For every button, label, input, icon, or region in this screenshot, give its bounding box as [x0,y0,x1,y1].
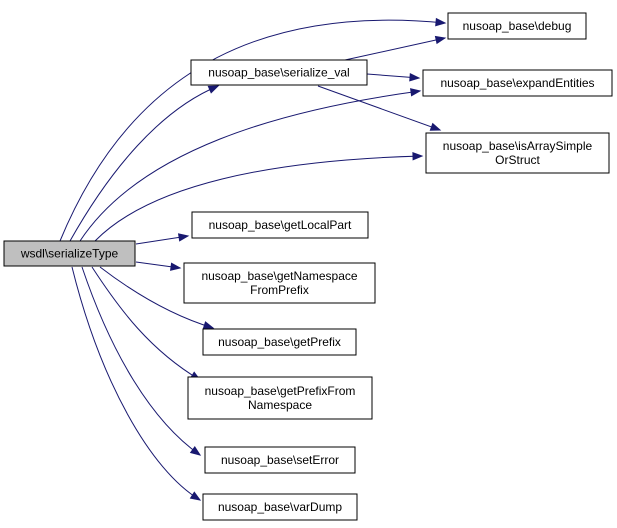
node-getNamespaceFromPrefix-label-0: nusoap_base\getNamespace [201,269,357,283]
node-getPrefixFromNamespace-label-0: nusoap_base\getPrefixFrom [205,384,356,398]
node-expandEntities-box[interactable] [422,69,613,97]
edge-root-to-setError-arrowhead [189,445,202,456]
node-getNamespaceFromPrefix-label-1: FromPrefix [250,283,309,297]
node-serialize_val-label-0: nusoap_base\serialize_val [208,66,349,80]
node-getNamespaceFromPrefix-box[interactable] [183,262,376,304]
node-getPrefix-box[interactable] [202,328,357,356]
node-expandEntities-label-0: nusoap_base\expandEntities [440,76,594,90]
edge-root-to-getNamespaceFromPrefix-arrowhead [170,262,182,271]
edge-root-to-getPrefix [99,266,214,329]
edge-serialize_val-to-debug-arrowhead [434,35,447,45]
node-getLocalPart-label-0: nusoap_base\getLocalPart [209,218,352,232]
edge-root-to-setError [81,266,201,456]
node-varDump[interactable]: nusoap_base\varDump [202,493,358,521]
node-isArraySimpleOrStruct-label-0: nusoap_base\isArraySimple [443,139,593,153]
node-root[interactable]: wsdl\serializeType [3,240,136,267]
node-isArraySimpleOrStruct-label-1: OrStruct [495,153,540,167]
edge-root-to-isArraySimpleOrStruct [94,155,423,242]
edge-root-to-debug [59,19,446,242]
node-debug-label-0: nusoap_base\debug [463,19,572,33]
node-debug-box[interactable] [447,12,587,40]
node-getPrefixFromNamespace-label-1: Namespace [248,398,312,412]
node-getPrefix[interactable]: nusoap_base\getPrefix [202,328,357,356]
edge-root-to-serialize_val [69,85,219,242]
node-setError-label-0: nusoap_base\setError [221,453,339,467]
edge-root-to-varDump [71,266,201,501]
edge-root-to-getPrefix-arrowhead [202,321,215,330]
node-serialize_val-box[interactable] [190,59,368,86]
node-getLocalPart-box[interactable] [191,211,369,239]
node-root-box[interactable] [3,240,136,267]
edge-serialize_val-to-isArraySimpleOrStruct-arrowhead [429,122,442,131]
edge-serialize_val-to-expandEntities-arrowhead [409,73,421,82]
edge-root-to-varDump-arrowhead [189,491,202,501]
edge-serialize_val-to-debug [344,37,446,61]
node-getPrefixFromNamespace-box[interactable] [187,376,373,420]
node-debug[interactable]: nusoap_base\debug [447,12,587,40]
edge-root-to-serialize_val-arrowhead [207,85,220,94]
node-serialize_val[interactable]: nusoap_base\serialize_val [190,59,368,86]
node-getPrefix-label-0: nusoap_base\getPrefix [218,335,341,349]
node-varDump-label-0: nusoap_base\varDump [218,500,342,514]
edge-root-to-isArraySimpleOrStruct-arrowhead [412,152,424,161]
edge-serialize_val-to-isArraySimpleOrStruct [317,85,441,131]
edge-root-to-expandEntities [79,90,421,242]
node-setError[interactable]: nusoap_base\setError [204,446,356,474]
node-isArraySimpleOrStruct-box[interactable] [425,132,610,174]
node-varDump-box[interactable] [202,493,358,521]
edge-root-to-getLocalPart-arrowhead [177,233,190,242]
edge-root-to-debug-arrowhead [435,17,447,27]
edge-root-to-getPrefixFromNamespace [91,266,201,381]
node-getLocalPart[interactable]: nusoap_base\getLocalPart [191,211,369,239]
edge-root-to-expandEntities-arrowhead [410,88,422,97]
node-expandEntities[interactable]: nusoap_base\expandEntities [422,69,613,97]
node-root-label-0: wsdl\serializeType [20,247,119,261]
node-setError-box[interactable] [204,446,356,474]
